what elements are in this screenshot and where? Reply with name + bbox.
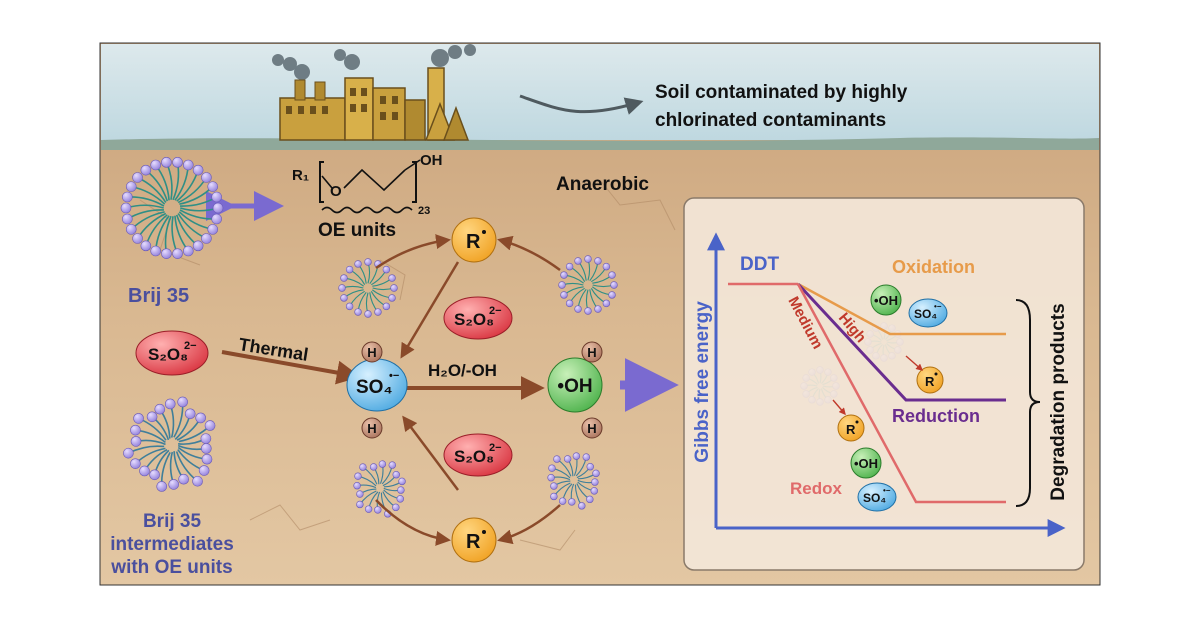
- svg-text:R: R: [925, 374, 935, 389]
- sulfate-radical: SO₄ •−: [346, 358, 408, 412]
- anaerobic-label: Anaerobic: [556, 174, 649, 195]
- h2o-oh-label: H₂O/-OH: [428, 361, 497, 380]
- micelle-intermediates: [123, 396, 216, 492]
- panel-oh-bottom: •OH: [850, 447, 882, 479]
- svg-text:H: H: [587, 345, 596, 360]
- brij35-structure: R₁ O OH 23 OE units: [292, 152, 443, 241]
- svg-text:•−: •−: [389, 370, 399, 382]
- ddt-label: DDT: [740, 254, 779, 275]
- svg-text:R: R: [466, 531, 481, 553]
- svg-text:R: R: [846, 422, 856, 437]
- intermediates-line-1: Brij 35: [143, 511, 202, 532]
- micelle-top-left: [338, 258, 398, 318]
- r-radical-bottom: R: [451, 517, 497, 563]
- contamination-arrow: [519, 94, 644, 115]
- svg-text:2−: 2−: [489, 442, 502, 454]
- svg-text:•−: •−: [883, 486, 891, 495]
- svg-text:SO₄: SO₄: [914, 307, 937, 321]
- svg-text:H: H: [367, 345, 376, 360]
- cycle-arrows: [375, 234, 561, 546]
- svg-text:SO₄: SO₄: [863, 491, 886, 505]
- degradation-products-label: Degradation products: [1048, 303, 1069, 500]
- svg-text:•OH: •OH: [874, 293, 898, 308]
- persulfate-left: S₂O₈ 2−: [135, 330, 209, 376]
- reduction-path: [796, 282, 1006, 402]
- micelle-bottom-right: [547, 452, 600, 510]
- thermal-arrow: [221, 350, 361, 385]
- h-beads: H H H H: [361, 341, 603, 439]
- intermediates-line-2: intermediates: [110, 534, 234, 555]
- reduction-label: Reduction: [892, 406, 980, 426]
- structure-r1: R₁: [292, 167, 309, 184]
- panel-r-redox: R: [837, 414, 865, 442]
- panel-so4-top: SO₄ •−: [908, 298, 948, 328]
- micelle-brij35: [120, 157, 224, 259]
- structure-oh: OH: [420, 152, 443, 169]
- header-line-1: Soil contaminated by highly: [655, 82, 908, 103]
- oe-units-label: OE units: [318, 220, 396, 241]
- oxidation-label: Oxidation: [892, 257, 975, 277]
- persulfate-top: S₂O₈ 2−: [443, 296, 513, 340]
- energy-panel: Gibbs free energy DDT Oxidation Reductio…: [683, 197, 1085, 571]
- brij35-label: Brij 35: [128, 285, 189, 307]
- intermediates-line-3: with OE units: [110, 557, 232, 578]
- panel-oh-top: •OH: [870, 284, 902, 316]
- redox-path: [796, 283, 1006, 504]
- svg-text:S₂O₈: S₂O₈: [454, 447, 494, 466]
- factory-illustration: [272, 44, 476, 141]
- svg-text:R: R: [466, 231, 481, 253]
- panel-so4-bottom: SO₄ •−: [857, 482, 897, 512]
- svg-text:H: H: [587, 421, 596, 436]
- structure-repeat-count: 23: [418, 205, 430, 217]
- oxidation-path: [797, 282, 1006, 336]
- header-line-2: chlorinated contaminants: [655, 110, 886, 131]
- micelle-bottom-left: [353, 460, 406, 518]
- persulfate-bottom: S₂O₈ 2−: [443, 433, 513, 477]
- panel-r-reduction: R: [916, 366, 944, 394]
- micelles: [120, 157, 904, 518]
- r-radical-top: R: [451, 217, 497, 263]
- products-brace: [1015, 299, 1041, 507]
- svg-text:H: H: [367, 421, 376, 436]
- svg-text:•−: •−: [934, 302, 942, 311]
- svg-text:•OH: •OH: [854, 456, 878, 471]
- svg-text:S₂O₈: S₂O₈: [454, 310, 494, 329]
- svg-text:S₂O₈: S₂O₈: [148, 345, 188, 364]
- structure-oxygen: O: [330, 183, 342, 200]
- y-axis-label: Gibbs free energy: [692, 301, 713, 463]
- redox-label: Redox: [790, 479, 843, 498]
- svg-text:•OH: •OH: [557, 376, 592, 397]
- hydroxyl-radical: •OH: [547, 357, 603, 413]
- sky: [101, 44, 1099, 140]
- micelle-top-right: [558, 255, 618, 315]
- svg-text:2−: 2−: [489, 305, 502, 317]
- svg-text:SO₄: SO₄: [356, 377, 393, 398]
- svg-text:2−: 2−: [184, 340, 197, 352]
